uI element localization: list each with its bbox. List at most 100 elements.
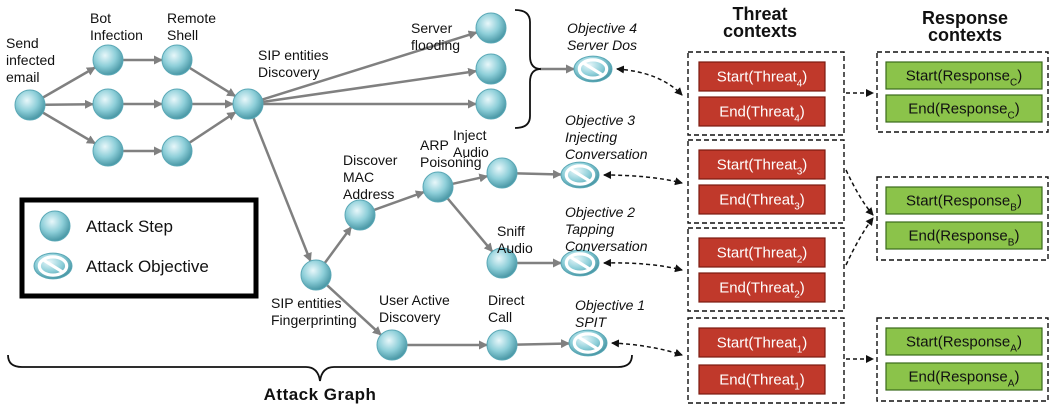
- svg-text:Start(ResponseA): Start(ResponseA): [906, 334, 1022, 355]
- response-context-container: [876, 317, 1049, 402]
- response-box: Start(ResponseA): [885, 327, 1043, 356]
- objective-threat-link: [603, 258, 683, 273]
- threat-box: Start(Threat4): [698, 61, 826, 92]
- attack-objective-icon: [573, 55, 613, 83]
- attack-step-node: [161, 88, 193, 120]
- threat-box: Start(Threat3): [698, 149, 826, 180]
- svg-text:End(Threat2): End(Threat2): [719, 280, 805, 301]
- threat-box: End(Threat4): [698, 96, 826, 127]
- response-box: End(ResponseA): [885, 362, 1043, 391]
- legend-objective-icon: [33, 252, 73, 280]
- edge-sip-f2: [262, 67, 478, 104]
- attack-step-node: [422, 171, 454, 203]
- attack-step-node: [376, 329, 408, 361]
- threat-response-link: [845, 169, 874, 216]
- edge-arp-snf: [446, 197, 494, 253]
- threat-context-container: [687, 51, 845, 136]
- svg-text:Start(ResponseC): Start(ResponseC): [906, 68, 1022, 89]
- attack-step-node: [161, 135, 193, 167]
- attack-graph-brace: [7, 354, 633, 382]
- attack-step-node: [344, 199, 376, 231]
- edge-mac-arp: [373, 190, 425, 212]
- attack-objective-icon: [568, 329, 608, 357]
- edge-arp-inj: [452, 173, 489, 186]
- svg-text:End(Threat4): End(Threat4): [719, 104, 805, 125]
- threat-box: Start(Threat1): [698, 327, 826, 358]
- response-box: End(ResponseC): [885, 94, 1043, 123]
- edge-s0-b3: [42, 111, 96, 145]
- svg-text:End(Threat3): End(Threat3): [719, 192, 805, 213]
- threat-box: End(Threat2): [698, 272, 826, 303]
- attack-step-node: [486, 329, 518, 361]
- attack-step-node: [232, 88, 264, 120]
- server-flooding-brace: [514, 9, 542, 129]
- attack-step-node: [300, 259, 332, 291]
- threat-context-container: [687, 139, 845, 224]
- edge-dc-o1: [516, 339, 571, 349]
- threat-box: Start(Threat2): [698, 237, 826, 268]
- attack-step-node: [14, 89, 46, 121]
- threat-box: End(Threat3): [698, 184, 826, 215]
- attack-step-node: [475, 12, 507, 44]
- edge-inj-o3: [516, 169, 563, 179]
- attack-step-node: [475, 53, 507, 85]
- edge-s0-b1: [42, 66, 96, 99]
- attack-step-node: [486, 247, 518, 279]
- svg-text:End(Threat1): End(Threat1): [719, 372, 805, 393]
- attack-step-node: [486, 157, 518, 189]
- svg-text:Start(Threat2): Start(Threat2): [717, 245, 808, 266]
- edge-s0-b2: [44, 99, 95, 109]
- legend-step-icon: [39, 210, 71, 242]
- threat-box: End(Threat1): [698, 364, 826, 395]
- edge-fp-mac: [323, 226, 353, 264]
- svg-text:End(ResponseA): End(ResponseA): [909, 369, 1020, 390]
- svg-text:End(ResponseC): End(ResponseC): [908, 101, 1019, 122]
- legend-objective-label: Attack Objective: [86, 257, 209, 276]
- attack-graph-title: Attack Graph: [264, 385, 377, 404]
- response-box: End(ResponseB): [885, 221, 1043, 250]
- attack-step-node: [92, 135, 124, 167]
- objective-threat-link: [603, 171, 683, 186]
- svg-text:Start(Threat3): Start(Threat3): [717, 157, 808, 178]
- edge-r3-sip: [188, 111, 237, 144]
- edge-fp-uad: [326, 284, 382, 336]
- response-context-container: [876, 176, 1049, 261]
- objective-threat-link: [611, 339, 683, 357]
- response-context-container: [876, 51, 1049, 133]
- attack-objective-icon: [560, 249, 600, 277]
- edge-sip-f1: [261, 30, 478, 101]
- threat-response-link: [845, 217, 874, 266]
- svg-text:Start(Threat4): Start(Threat4): [717, 69, 808, 90]
- attack-step-node: [475, 88, 507, 120]
- threat-context-container: [687, 227, 845, 312]
- attack-step-node: [92, 44, 124, 76]
- attack-step-node: [92, 88, 124, 120]
- attack-step-node: [161, 44, 193, 76]
- objective-threat-link: [616, 65, 683, 96]
- svg-text:Start(Threat1): Start(Threat1): [717, 335, 808, 356]
- edge-r1-sip: [189, 66, 237, 98]
- svg-text:Start(ResponseB): Start(ResponseB): [906, 193, 1022, 214]
- edge-sip-fp: [252, 117, 312, 262]
- attack-objective-icon: [560, 161, 600, 189]
- response-box: Start(ResponseB): [885, 186, 1043, 215]
